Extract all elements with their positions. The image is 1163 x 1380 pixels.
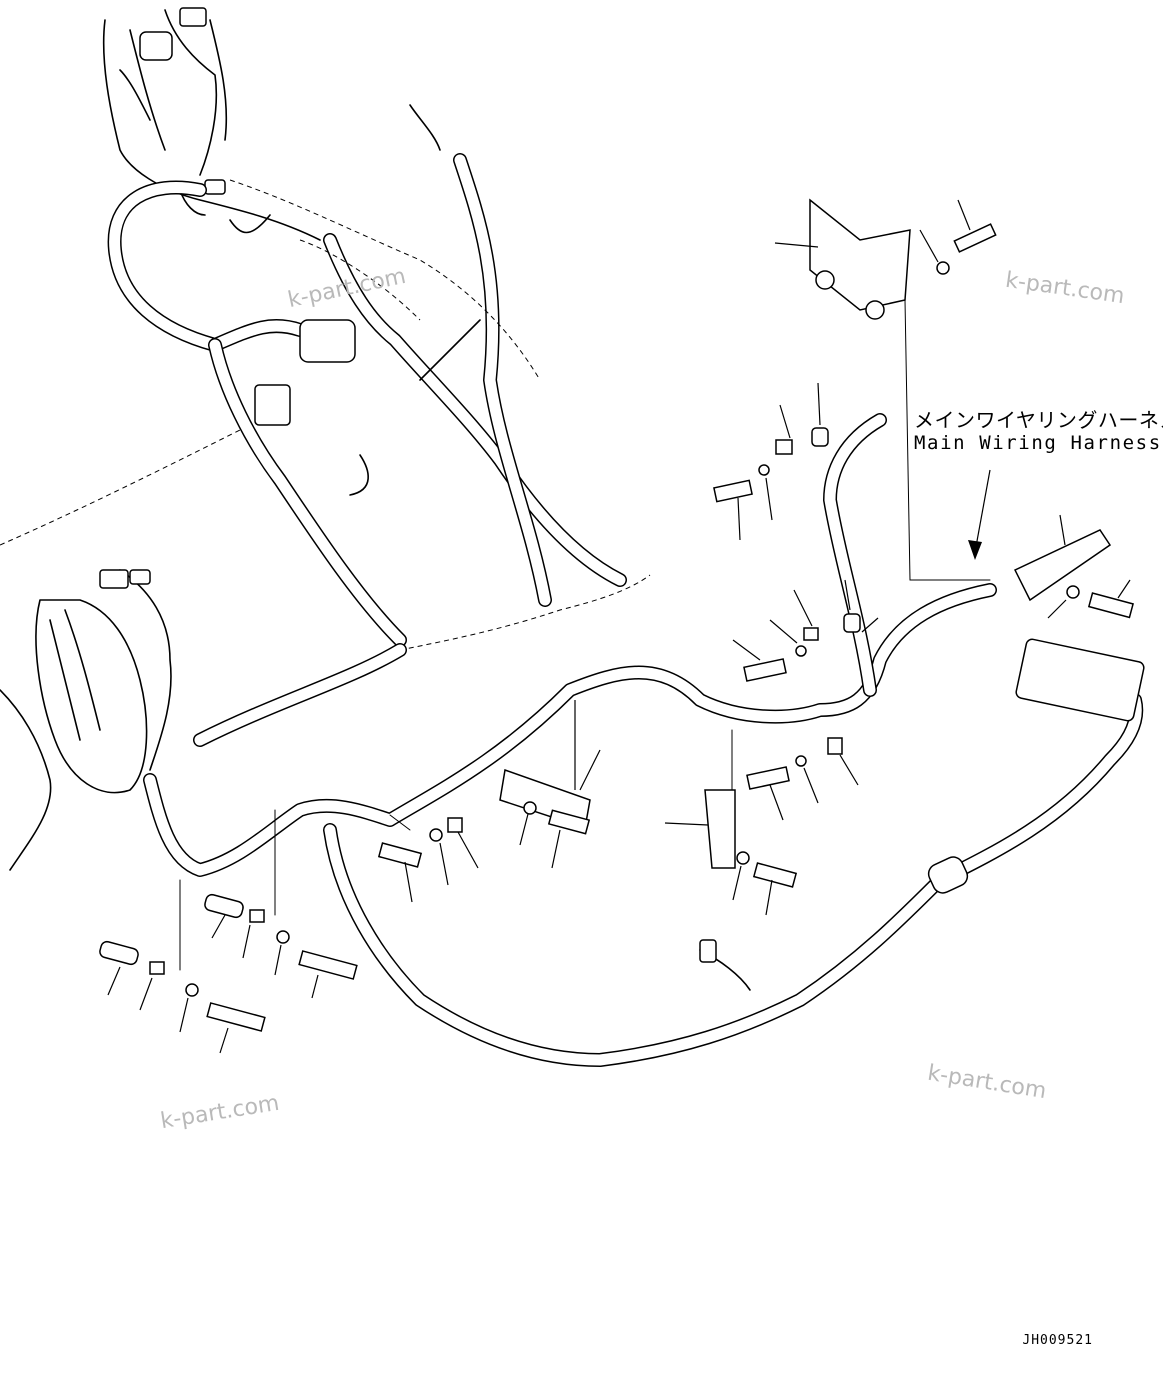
bottom-left-fasteners [99,809,358,1054]
upper-harness-loop [107,104,627,647]
dashed-routing [0,179,651,651]
middle-fasteners [713,382,879,821]
lower-harness [143,413,1145,1067]
left-lower-assembly [0,569,172,871]
right-harness-bracket [904,299,1134,619]
callout-japanese-label: メインワイヤリングハーネス [914,408,1163,432]
callout-english-label: Main Wiring Harness [914,432,1162,454]
callout-arrow [968,469,991,560]
center-lower-brackets [377,700,798,916]
upper-right-bracket [774,198,997,320]
drawing-code: JH009521 [1022,1333,1093,1348]
